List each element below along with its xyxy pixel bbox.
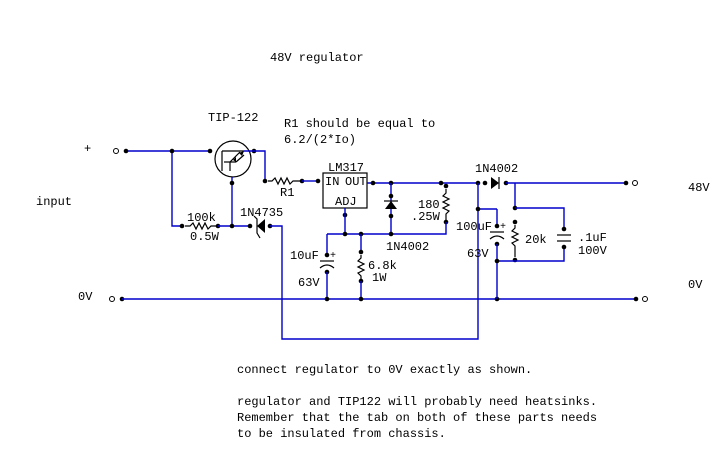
zener-1n4735: 1N4735 [240,206,479,340]
zero-volt-bus [109,296,648,302]
lm317-adj-label: ADJ [335,195,357,209]
cap-100uf-value: 100uF [456,220,492,234]
lm317-regulator: LM317 IN OUT ADJ [322,161,368,234]
cap-100uf-voltage: 63V [467,247,489,261]
zero-out-terminal [642,296,648,302]
zero-out-label: 0V [688,278,703,292]
cap-01uf-value: .1uF [578,231,607,245]
adj-net [326,231,394,255]
r1-label: R1 [280,186,294,200]
tip122-label: TIP-122 [208,111,258,125]
r100k-value: 100k [187,211,216,225]
cap-10uf-value: 10uF [290,249,319,263]
diode-out-1n4002: 1N4002 [475,162,638,212]
svg-text:+: + [330,251,336,262]
zero-in-terminal [109,296,115,302]
diode-reg-1n4002: 1N4002 [384,183,429,254]
cap-100uf: + 100uF 63V [456,209,506,299]
note-line-1: connect regulator to 0V exactly as shown… [237,363,532,377]
out-48v-label: 48V [688,181,710,195]
r1-note-line2: 6.2/(2*Io) [284,133,356,147]
r6k8-resistor: 6.8k 1W [356,234,397,298]
note-line-2: regulator and TIP122 will probably need … [237,395,597,409]
r180-power: .25W [411,210,441,224]
note-line-4: to be insulated from chassis. [237,427,446,441]
diode-out-label: 1N4002 [475,162,518,176]
r6k8-power: 1W [372,271,387,285]
r100k-resistor: 100k 0.5W [179,211,250,244]
reg-out-net [367,180,481,186]
cap-01uf-voltage: 100V [578,244,608,258]
out-48v-terminal [632,180,638,186]
zero-in-label: 0V [78,290,93,304]
cap-01uf: .1uF 100V [557,226,608,258]
notes: connect regulator to 0V exactly as shown… [237,363,597,441]
r1-note-line1: R1 should be equal to [284,117,435,131]
r100k-power: 0.5W [190,230,220,244]
r20k-resistor: 20k [494,183,565,264]
lm317-in-label: IN [325,175,339,189]
title: 48V regulator [270,51,364,65]
r1-resistor: R1 [262,176,321,200]
r20k-label: 20k [525,233,547,247]
diode-reg-label: 1N4002 [386,240,429,254]
lm317-label: LM317 [328,161,364,175]
r180-value: 180 [418,198,440,212]
input-plus-net [113,148,213,227]
plus-terminal [113,148,119,154]
cap-10uf-voltage: 63V [298,276,320,290]
zener-label: 1N4735 [240,206,283,220]
plus-label: + [84,142,91,156]
r6k8-value: 6.8k [368,259,397,273]
r180-resistor: 180 .25W [327,183,451,235]
cap-10uf: + 10uF 63V [290,249,336,298]
tip122-transistor: TIP-122 [208,111,266,226]
note-line-3: Remember that the tab on both of these p… [237,411,597,425]
input-label: input [36,195,72,209]
svg-text:+: + [500,222,506,233]
lm317-out-label: OUT [345,175,367,189]
